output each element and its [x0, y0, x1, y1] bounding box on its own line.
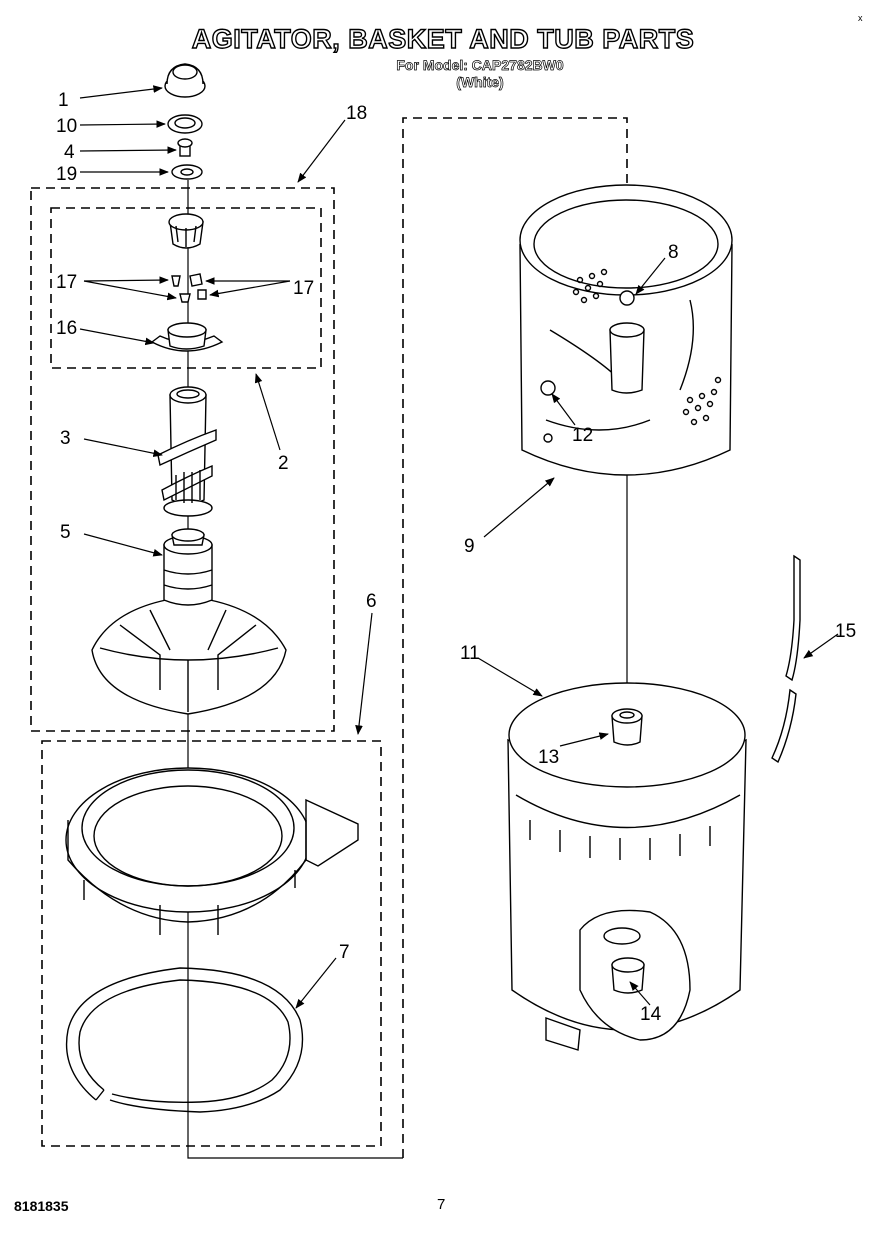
- callout-12: 12: [572, 425, 593, 446]
- model-number: For Model: CAP2782BW0: [396, 57, 564, 73]
- callout-3: 3: [60, 428, 71, 449]
- callout-6: 6: [366, 591, 377, 612]
- callout-11: 11: [460, 643, 480, 664]
- washer-part: [171, 164, 203, 180]
- callout-18: 18: [346, 103, 367, 124]
- callout-1: 1: [58, 90, 69, 111]
- callout-17-right: 17: [293, 278, 314, 299]
- document-number: 8181835: [14, 1198, 69, 1214]
- callout-4: 4: [64, 142, 75, 163]
- group-box-2: [50, 207, 322, 369]
- callout-19: 19: [56, 164, 77, 185]
- tub-ring-part: [65, 767, 359, 935]
- group-box-18: [30, 187, 335, 732]
- cap-ring-part: [167, 114, 203, 134]
- corner-mark: x: [858, 13, 863, 23]
- group-box-6: [41, 740, 382, 1147]
- tub-hub-part: [611, 708, 643, 746]
- callout-9: 9: [464, 536, 475, 557]
- cam-part: [168, 213, 204, 249]
- page-title: AGITATOR, BASKET AND TUB PARTS: [191, 23, 695, 54]
- callout-17-left: 17: [56, 272, 77, 293]
- agitator-dogs-part: [171, 273, 207, 303]
- snubber-ring-part: [65, 967, 304, 1113]
- callout-15: 15: [835, 621, 856, 642]
- bolt-part: [177, 138, 193, 157]
- wash-basket-part: [519, 184, 733, 476]
- callout-5: 5: [60, 522, 71, 543]
- leader-lines: [79, 85, 839, 1009]
- callout-13: 13: [538, 747, 559, 768]
- outer-tub-part: [507, 682, 747, 1051]
- callout-10: 10: [56, 116, 77, 137]
- model-color: (White): [456, 74, 504, 91]
- cam-drive-part: [150, 322, 224, 352]
- callout-7: 7: [339, 942, 350, 963]
- callout-14: 14: [640, 1004, 662, 1025]
- callout-8: 8: [668, 242, 679, 263]
- agitator-base-part: [91, 528, 287, 715]
- alignment-line-right: [402, 117, 628, 1158]
- agitator-barrel-part: [157, 386, 217, 517]
- callout-16: 16: [56, 318, 77, 339]
- hose-part: [771, 554, 801, 764]
- callout-2: 2: [278, 453, 289, 474]
- page-number: 7: [437, 1196, 446, 1213]
- agitator-cap-part: [164, 63, 206, 98]
